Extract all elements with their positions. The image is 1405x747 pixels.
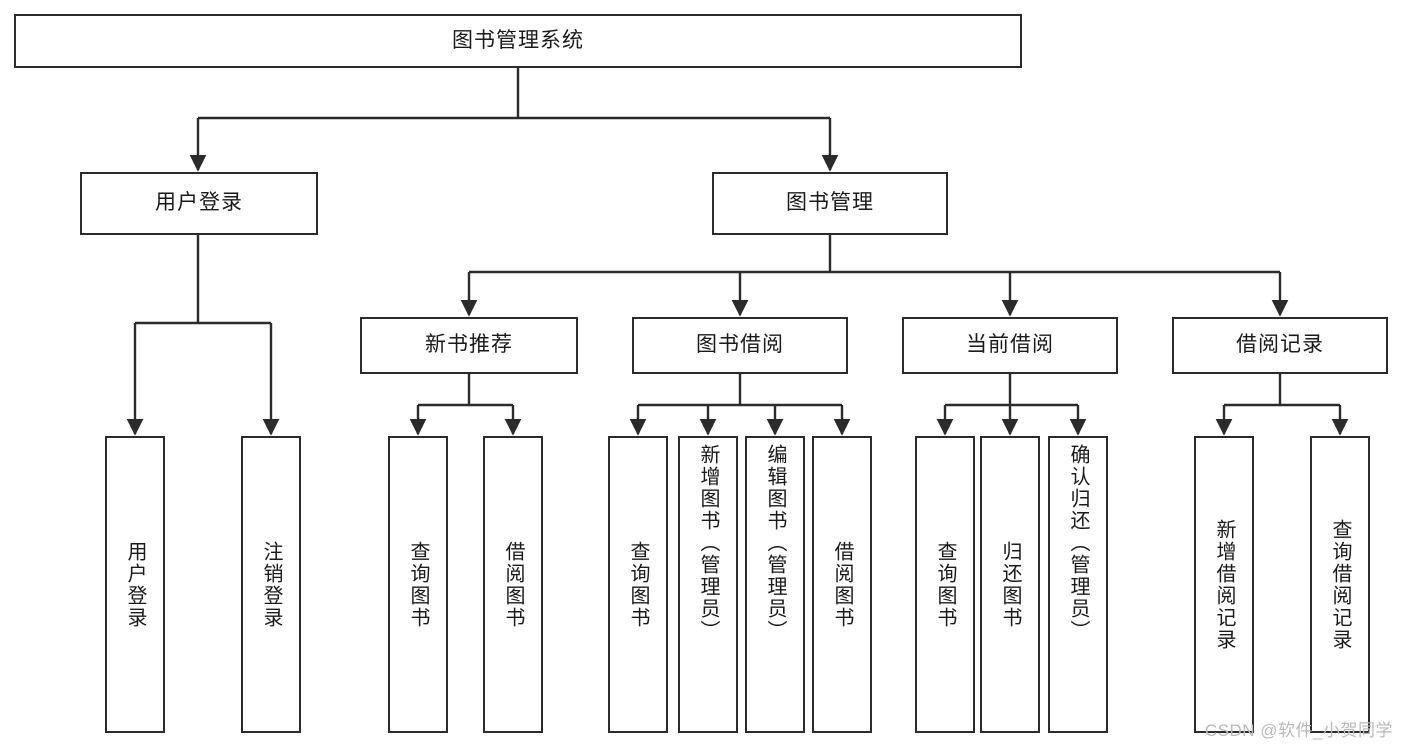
- node-label: 确认归还（管理员）: [1067, 444, 1089, 642]
- node-book-borrowing[interactable]: 图书借阅: [632, 317, 848, 374]
- node-book-management[interactable]: 图书管理: [712, 172, 948, 235]
- node-label: 用户登录: [124, 540, 146, 629]
- node-user-login[interactable]: 用户登录: [80, 172, 318, 235]
- leaf-borrow-books-borrowing[interactable]: 借阅图书: [812, 436, 872, 733]
- node-label: 借阅记录: [1236, 333, 1324, 357]
- leaf-query-books-current[interactable]: 查询图书: [915, 436, 975, 733]
- leaf-user-login[interactable]: 用户登录: [105, 436, 165, 733]
- node-label: 查询借阅记录: [1329, 518, 1351, 651]
- node-new-book-recommendation[interactable]: 新书推荐: [360, 317, 578, 374]
- node-borrowing-record[interactable]: 借阅记录: [1172, 317, 1388, 374]
- leaf-confirm-return-admin[interactable]: 确认归还（管理员）: [1048, 436, 1108, 733]
- node-label: 查询图书: [934, 540, 956, 629]
- node-label: 借阅图书: [831, 540, 853, 629]
- node-label: 注销登录: [260, 540, 282, 629]
- node-label: 图书管理系统: [452, 28, 584, 52]
- leaf-query-books-borrowing[interactable]: 查询图书: [608, 436, 668, 733]
- node-label: 编辑图书（管理员）: [764, 444, 786, 642]
- leaf-edit-book-admin[interactable]: 编辑图书（管理员）: [745, 436, 805, 733]
- leaf-return-books[interactable]: 归还图书: [980, 436, 1040, 733]
- node-label: 借阅图书: [502, 540, 524, 629]
- leaf-logout[interactable]: 注销登录: [241, 436, 301, 733]
- node-label: 查询图书: [627, 540, 649, 629]
- node-label: 归还图书: [999, 540, 1021, 629]
- leaf-query-books-recommendation[interactable]: 查询图书: [388, 436, 448, 733]
- leaf-add-borrowing-record[interactable]: 新增借阅记录: [1194, 436, 1254, 733]
- node-label: 新增借阅记录: [1213, 518, 1235, 651]
- node-root-book-management-system[interactable]: 图书管理系统: [14, 14, 1022, 68]
- node-label: 查询图书: [407, 540, 429, 629]
- node-label: 新增图书（管理员）: [697, 444, 719, 642]
- node-label: 当前借阅: [966, 333, 1054, 357]
- node-label: 新书推荐: [425, 333, 513, 357]
- node-current-borrowing[interactable]: 当前借阅: [902, 317, 1118, 374]
- leaf-add-book-admin[interactable]: 新增图书（管理员）: [678, 436, 738, 733]
- leaf-query-borrowing-record[interactable]: 查询借阅记录: [1310, 436, 1370, 733]
- node-label: 图书管理: [786, 191, 874, 215]
- node-label: 图书借阅: [696, 333, 784, 357]
- leaf-borrow-books-recommendation[interactable]: 借阅图书: [483, 436, 543, 733]
- node-label: 用户登录: [155, 191, 243, 215]
